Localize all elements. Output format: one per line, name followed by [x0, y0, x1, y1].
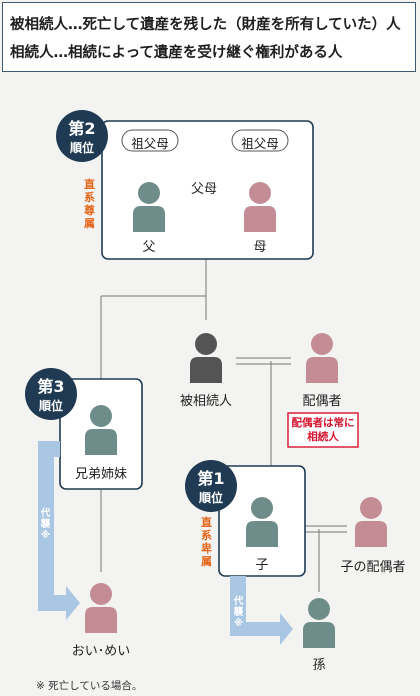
- rank2-badge-label: 順位: [69, 141, 94, 155]
- rank3-substitution-label: 代襲※: [40, 508, 51, 541]
- grandchild-person-icon: [303, 598, 335, 648]
- mother-label: 母: [253, 240, 267, 255]
- rank2-badge-number: 第2: [68, 119, 96, 138]
- definition-decedent: 被相続人…死亡して遺産を残した（財産を所有していた）人: [10, 17, 401, 33]
- nephew-niece-label: おい･めい: [71, 644, 131, 659]
- substitution-arrow-rank1: [230, 576, 293, 645]
- father-label: 父: [142, 240, 156, 255]
- rank3-badge: [25, 368, 77, 420]
- grandparent-left-label: 祖父母: [131, 136, 169, 151]
- grandparent-left-pill: [121, 129, 179, 152]
- grandparent-right-pill: [231, 129, 289, 152]
- spouse-note-box: [287, 412, 359, 448]
- substitution-arrow-rank3: [38, 441, 80, 620]
- child-spouse-person-icon: [355, 497, 387, 547]
- grandparent-right-label: 祖父母: [241, 136, 279, 151]
- rank3-badge-number: 第3: [37, 377, 65, 396]
- rank2-badge: [56, 110, 108, 162]
- grandchild-label: 孫: [312, 658, 326, 673]
- spouse-note: 配偶者は常に相続人: [291, 417, 355, 443]
- rank1-substitution-label: 代襲※: [233, 596, 244, 629]
- spouse-person-icon: [306, 333, 338, 383]
- siblings-label: 兄弟姉妹: [74, 467, 127, 482]
- footnote: ※ 死亡している場合。: [36, 680, 143, 692]
- rank1-category-label: 直系卑属: [201, 516, 212, 568]
- decedent-person-icon: [190, 333, 222, 383]
- spouse-label: 配偶者: [302, 394, 342, 409]
- rank1-badge-number: 第1: [197, 469, 225, 488]
- nephew-niece-person-icon: [85, 583, 117, 633]
- child-label: 子: [255, 558, 269, 573]
- child-spouse-label: 子の配偶者: [340, 560, 406, 575]
- definition-box: [2, 2, 416, 72]
- parents-label: 父母: [190, 182, 217, 197]
- rank2-category-label: 直系尊属: [84, 178, 95, 230]
- definition-heir: 相続人…相続によって遺産を受け継ぐ権利がある人: [10, 45, 343, 61]
- rank3-badge-label: 順位: [38, 399, 63, 413]
- rank1-badge-label: 順位: [198, 491, 223, 505]
- decedent-label: 被相続人: [179, 394, 232, 409]
- rank1-badge: [185, 460, 237, 512]
